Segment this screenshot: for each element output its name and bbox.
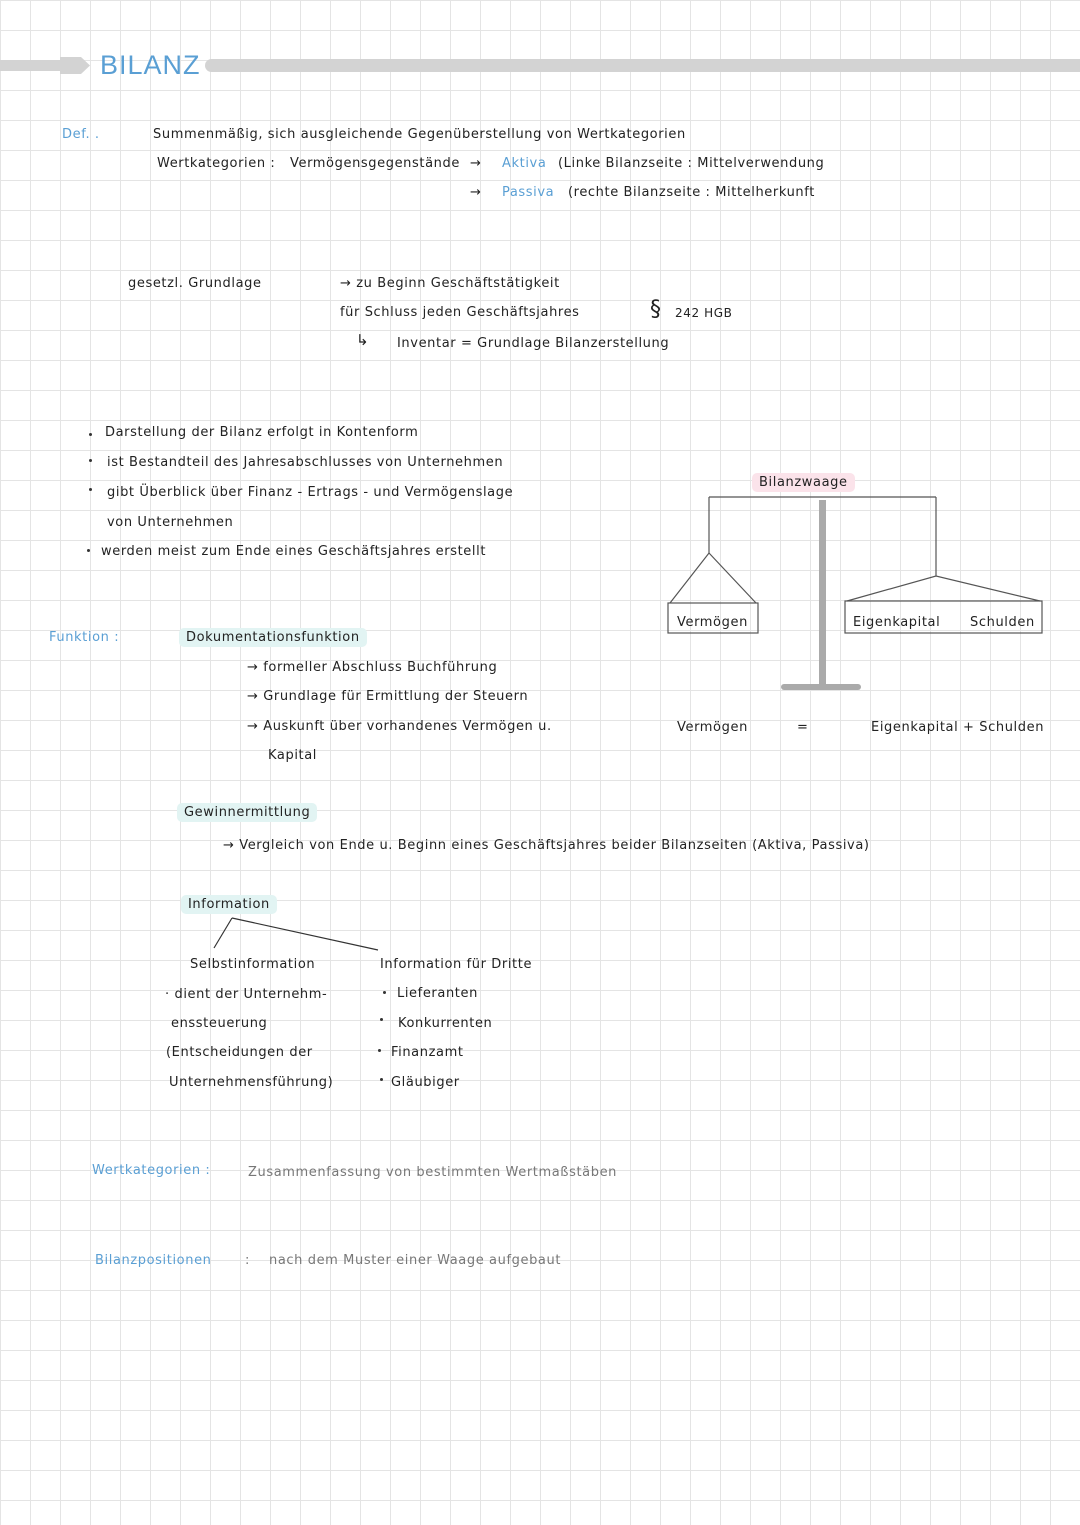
bullet-4: werden meist zum Ende eines Geschäftsjah… — [101, 544, 487, 559]
third-item-4: Gläubiger — [391, 1075, 460, 1090]
grundlage-arrow: ↳ — [356, 331, 370, 349]
doku-item-2: → Grundlage für Ermittlung der Steuern — [247, 689, 529, 704]
equation-right: Eigenkapital + Schulden — [871, 720, 1045, 735]
bullet-3: gibt Überblick über Finanz - Ertrags - u… — [107, 485, 514, 500]
title-bar-right — [205, 59, 1080, 72]
grundlage-label: gesetzl. Grundlage — [128, 276, 262, 291]
bilanzpositionen-text: nach dem Muster einer Waage aufgebaut — [269, 1253, 562, 1268]
self-info-line-1: · dient der Unternehm- — [165, 987, 328, 1002]
bullet-dot — [378, 1049, 381, 1052]
bullet-dot — [383, 991, 386, 994]
title-bar-left-tip — [60, 57, 90, 74]
bullet-1: Darstellung der Bilanz erfolgt in Konten… — [105, 425, 419, 440]
gewinn-title: Gewinnermittlung — [177, 803, 318, 822]
equation-left: Vermögen — [677, 720, 748, 735]
doku-item-4: Kapital — [268, 748, 318, 763]
self-info-line-4: Unternehmensführung) — [169, 1075, 334, 1090]
bullet-2: ist Bestandteil des Jahresabschlusses vo… — [107, 455, 504, 470]
third-item-2: Konkurrenten — [398, 1016, 493, 1031]
bullet-dot — [380, 1078, 383, 1081]
hgb-ref: 242 HGB — [675, 306, 733, 320]
equation-sign: = — [797, 720, 809, 735]
arrow-aktiva: → — [470, 156, 482, 171]
doku-item-3: → Auskunft über vorhandenes Vermögen u. — [247, 719, 552, 734]
scale-right-label-2: Schulden — [970, 615, 1035, 630]
def-label: Def. . — [62, 127, 100, 142]
info-branch-right — [231, 917, 379, 951]
bullet-dot — [89, 459, 92, 462]
grundlage-line-1: → zu Beginn Geschäftstätigkeit — [340, 276, 560, 291]
funktion-label: Funktion : — [49, 630, 120, 645]
scale-base — [781, 684, 861, 690]
scale-left-pan — [669, 552, 757, 604]
self-info-line-3: (Entscheidungen der — [166, 1045, 313, 1060]
bilanzwaage-title: Bilanzwaage — [752, 473, 855, 492]
third-info-title: Information für Dritte — [380, 957, 533, 972]
def-wk-label: Wertkategorien : — [157, 156, 276, 171]
passiva-desc: (rechte Bilanzseite : Mittelherkunft — [568, 185, 815, 200]
wertkategorien-label: Wertkategorien : — [92, 1163, 211, 1178]
info-branch-left — [213, 917, 233, 949]
aktiva-desc: (Linke Bilanzseite : Mittelverwendung — [558, 156, 825, 171]
gewinn-line: → Vergleich von Ende u. Beginn eines Ges… — [223, 838, 870, 853]
scale-pole — [819, 500, 826, 686]
passiva-label: Passiva — [502, 185, 555, 200]
bullet-dot — [87, 549, 90, 552]
doku-title: Dokumentationsfunktion — [179, 628, 367, 647]
bullet-dot — [380, 1018, 383, 1021]
scale-left-box — [667, 602, 759, 634]
scale-right-pan — [846, 575, 1041, 602]
wertkategorien-text: Zusammenfassung von bestimmten Wertmaßst… — [248, 1165, 618, 1180]
doku-item-1: → formeller Abschluss Buchführung — [247, 660, 498, 675]
grundlage-line-3: Inventar = Grundlage Bilanzerstellung — [397, 336, 670, 351]
third-item-1: Lieferanten — [397, 986, 478, 1001]
scale-right-label-1: Eigenkapital — [853, 615, 941, 630]
grundlage-line-2: für Schluss jeden Geschäftsjahres — [340, 305, 580, 320]
self-info-title: Selbstinformation — [190, 957, 316, 972]
bullet-3-cont: von Unternehmen — [107, 515, 234, 530]
info-title: Information — [181, 895, 277, 914]
def-line-1: Summenmäßig, sich ausgleichende Gegenübe… — [153, 127, 686, 142]
title-bar-left — [0, 60, 85, 71]
scale-right-box — [844, 600, 1043, 634]
page-title: BILANZ — [100, 50, 201, 80]
self-info-line-2: enssteuerung — [171, 1016, 268, 1031]
def-wk-value: Vermögensgegenstände — [290, 156, 460, 171]
arrow-passiva: → — [470, 185, 482, 200]
scale-left-label: Vermögen — [677, 615, 748, 630]
aktiva-label: Aktiva — [502, 156, 547, 171]
bilanzpositionen-label: Bilanzpositionen — [95, 1253, 212, 1268]
bullet-dot — [89, 433, 92, 436]
paragraph-sign: § — [650, 297, 662, 322]
third-item-3: Finanzamt — [391, 1045, 464, 1060]
bilanzpositionen-colon: : — [245, 1253, 250, 1268]
bullet-dot — [89, 488, 92, 491]
